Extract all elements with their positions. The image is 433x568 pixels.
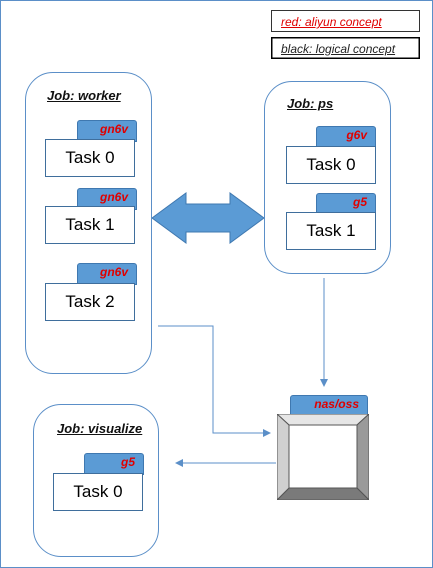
worker-task2[interactable]: Task 2 bbox=[45, 283, 135, 321]
visualize-task0[interactable]: Task 0 bbox=[53, 473, 143, 511]
job-visualize-title: Job: visualize bbox=[57, 421, 143, 436]
worker-to-storage-connector bbox=[158, 325, 271, 437]
visualize-task0-instance-tag: g5 bbox=[84, 453, 144, 475]
job-worker-title: Job: worker bbox=[47, 88, 121, 103]
storage-bevel-box[interactable] bbox=[277, 414, 369, 500]
worker-ps-double-arrow bbox=[151, 192, 265, 244]
legend-logical-concept: black: logical concept bbox=[271, 37, 420, 59]
worker-task0[interactable]: Task 0 bbox=[45, 139, 135, 177]
ps-task0-instance-tag: g6v bbox=[316, 126, 376, 148]
legend-aliyun-concept: red: aliyun concept bbox=[271, 10, 420, 32]
worker-task1-instance-tag: gn6v bbox=[77, 188, 137, 210]
ps-task1[interactable]: Task 1 bbox=[286, 212, 376, 250]
worker-task1[interactable]: Task 1 bbox=[45, 206, 135, 244]
worker-task2-instance-tag: gn6v bbox=[77, 263, 137, 285]
ps-task0[interactable]: Task 0 bbox=[286, 146, 376, 184]
job-ps-title: Job: ps bbox=[287, 96, 334, 111]
